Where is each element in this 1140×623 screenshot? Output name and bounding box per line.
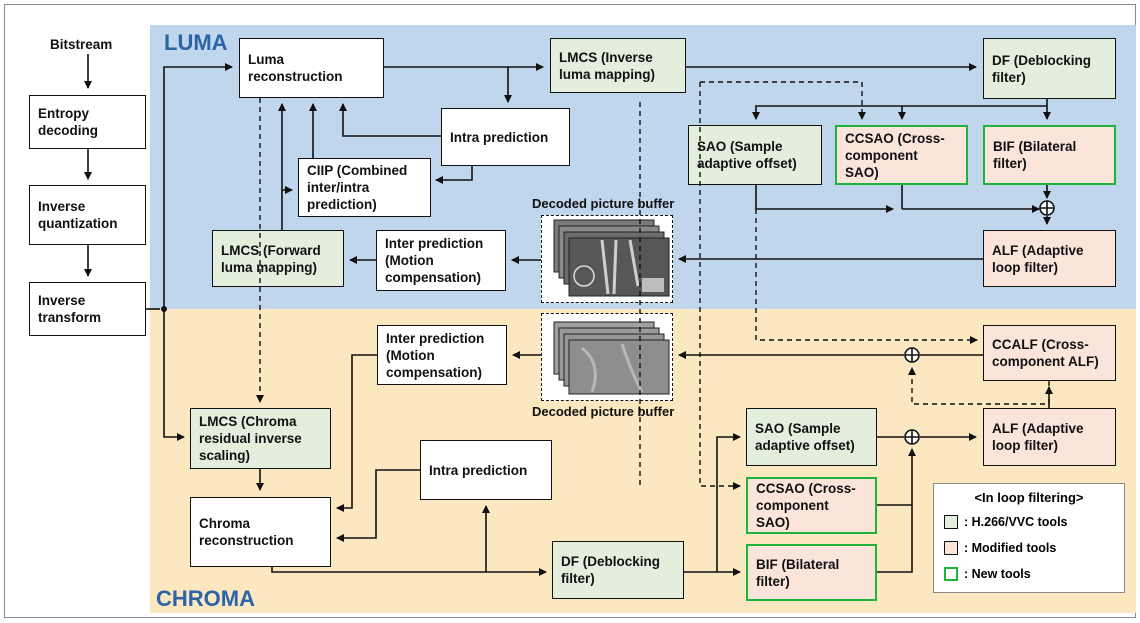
- legend-swatch-vvc: [944, 515, 958, 529]
- arrow-chroma-bif-to-sum: [877, 505, 913, 573]
- luma-df-box: DF (Deblocking filter): [983, 38, 1116, 99]
- arrow-sao-out: [755, 185, 894, 213]
- bitstream-label: Bitstream: [50, 37, 113, 52]
- chroma-dpb-frames-image: [553, 321, 670, 395]
- luma-region-title: LUMA: [164, 30, 228, 55]
- chroma-bif-box: BIF (Bilateral filter): [746, 544, 877, 601]
- chroma-ccsao-box: CCSAO (Cross- component SAO): [746, 477, 877, 534]
- luma-inter-prediction-box: Inter prediction (Motion compensation): [376, 230, 506, 291]
- chroma-sao-box: SAO (Sample adaptive offset): [746, 408, 877, 466]
- chroma-dpb-label: Decoded picture buffer: [532, 404, 675, 419]
- chroma-intra-prediction-box: Intra prediction: [420, 440, 552, 500]
- chroma-alf-box: ALF (Adaptive loop filter): [983, 408, 1116, 466]
- arrow-intra-to-ciip: [435, 166, 473, 184]
- arrow-df-to-chroma-sao: [716, 433, 741, 572]
- arrow-residual-to-chroma-lmcs: [163, 309, 185, 441]
- luma-alf-box: ALF (Adaptive loop filter): [983, 230, 1116, 287]
- luma-bif-box: BIF (Bilateral filter): [983, 125, 1116, 185]
- chroma-decoded-picture-buffer: [541, 313, 673, 401]
- luma-ccsao-box: CCSAO (Cross- component SAO): [835, 125, 968, 185]
- legend-label-modified: : Modified tools: [964, 541, 1057, 555]
- dashed-luma-to-ccalf: [755, 209, 978, 344]
- chroma-reconstruction-box: Chroma reconstruction: [190, 497, 331, 567]
- chroma-df-box: DF (Deblocking filter): [552, 541, 684, 599]
- luma-dpb-label: Decoded picture buffer: [532, 196, 675, 211]
- inverse-transform-box: Inverse transform: [29, 282, 146, 336]
- luma-intra-prediction-box: Intra prediction: [441, 108, 570, 166]
- legend-title: <In loop filtering>: [974, 490, 1084, 505]
- inverse-quantization-box: Inverse quantization: [29, 185, 146, 245]
- arrow-intra-to-recon: [339, 103, 441, 137]
- chroma-region-title: CHROMA: [156, 586, 255, 611]
- luma-dpb-frames-image: [553, 219, 670, 297]
- chroma-ccalf-box: CCALF (Cross- component ALF): [983, 325, 1116, 381]
- legend-swatch-modified: [944, 541, 958, 555]
- legend-swatch-new: [944, 567, 958, 581]
- dashed-luma-to-chroma-ccsao: [699, 82, 741, 490]
- legend-label-new: : New tools: [964, 567, 1031, 581]
- arrow-chroma-ccsao-to-sum: [877, 448, 916, 506]
- arrow-chroma-inter-to-recon: [336, 354, 377, 512]
- dashed-luma-to-ccsao: [700, 81, 866, 120]
- luma-lmcs-forward-box: LMCS (Forward luma mapping): [212, 230, 344, 287]
- chroma-lmcs-box: LMCS (Chroma residual inverse scaling): [190, 408, 331, 469]
- residual-junction-dot: [161, 306, 167, 312]
- luma-lmcs-inverse-box: LMCS (Inverse luma mapping): [550, 38, 686, 93]
- luma-reconstruction-box: Luma reconstruction: [239, 38, 384, 98]
- dashed-ccalf-feedback: [908, 367, 1050, 405]
- chroma-inter-prediction-box: Inter prediction (Motion compensation): [377, 325, 507, 385]
- luma-ciip-box: CIIP (Combined inter/intra prediction): [298, 158, 431, 217]
- luma-sao-box: SAO (Sample adaptive offset): [688, 125, 822, 185]
- arrow-residual-to-luma-recon: [163, 63, 233, 309]
- legend-label-vvc: : H.266/VVC tools: [964, 515, 1068, 529]
- arrow-recon-to-chroma-df: [271, 567, 547, 576]
- legend: <In loop filtering> : H.266/VVC tools : …: [933, 483, 1125, 593]
- luma-decoded-picture-buffer: [541, 215, 673, 303]
- arrow-chroma-intra-to-recon: [336, 469, 420, 542]
- entropy-decoding-box: Entropy decoding: [29, 95, 146, 149]
